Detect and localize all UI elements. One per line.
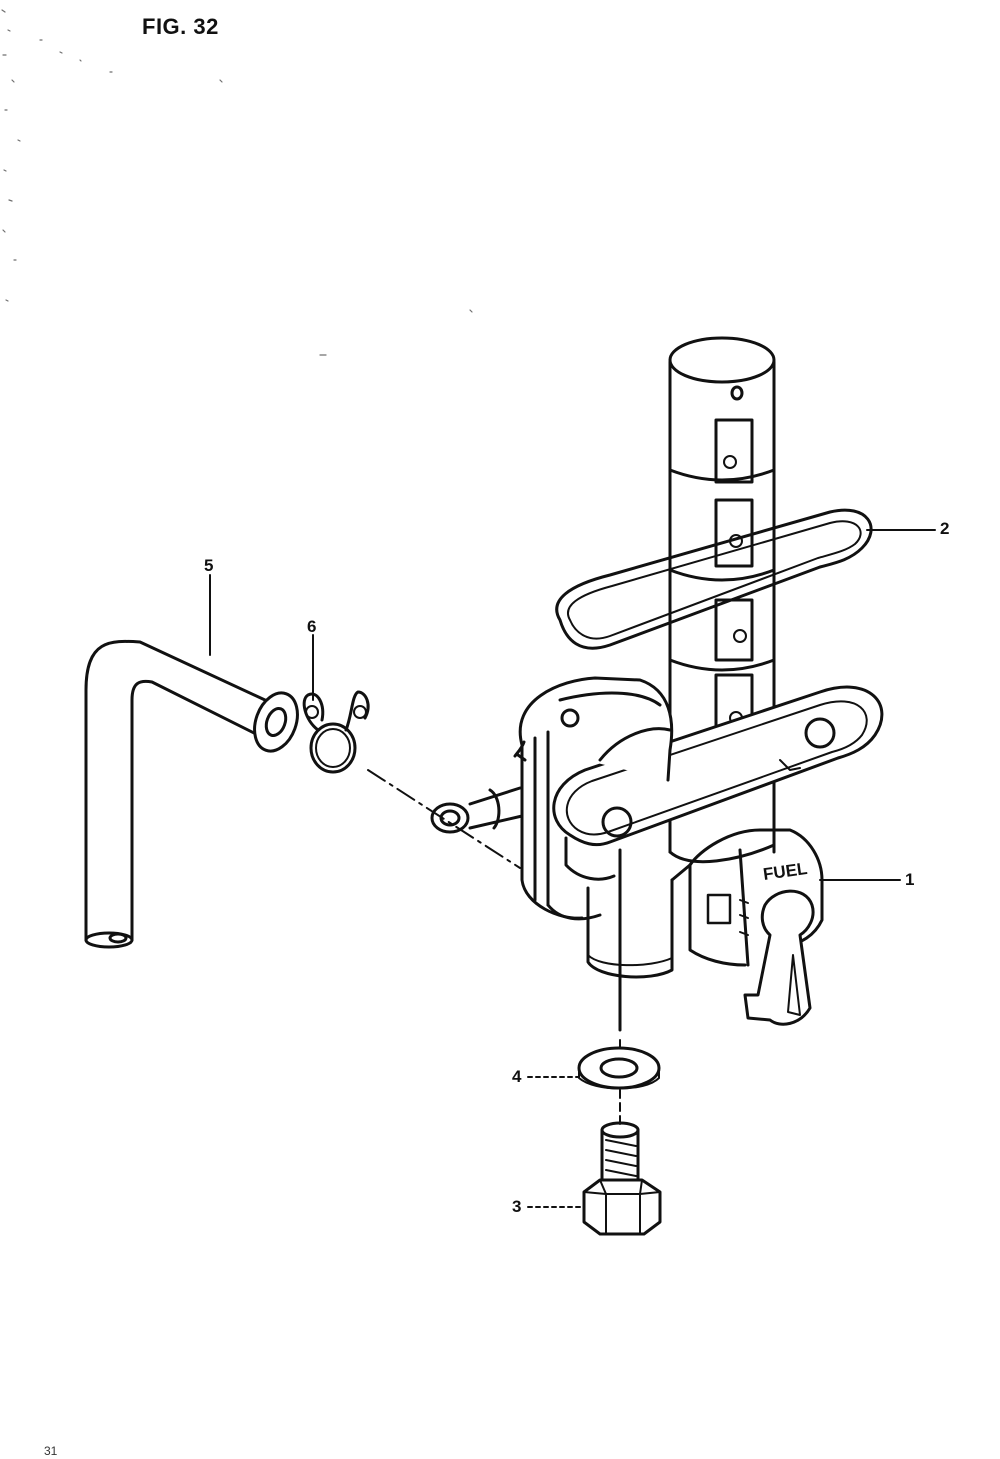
hose-clip — [302, 690, 370, 774]
leader-lines — [209, 529, 936, 1208]
fuel-cock-body — [430, 676, 884, 1032]
callout-6: 6 — [307, 617, 317, 636]
callout-5: 5 — [204, 556, 214, 575]
scan-noise — [1, 9, 473, 356]
fuel-marking: FUEL — [762, 859, 809, 884]
fuel-hose — [84, 639, 299, 949]
o-ring-large — [555, 508, 873, 650]
callout-1: 1 — [905, 870, 915, 889]
fuel-strainer-tube — [668, 336, 776, 854]
assembly-line-hose — [367, 769, 521, 869]
callout-4: 4 — [512, 1067, 522, 1086]
page-mark: 31 — [44, 1444, 58, 1458]
drain-bolt — [582, 1121, 662, 1236]
figure-title: FIG. 32 — [142, 14, 219, 39]
washer — [577, 1046, 661, 1090]
callout-3: 3 — [512, 1197, 522, 1216]
callout-2: 2 — [940, 519, 950, 538]
